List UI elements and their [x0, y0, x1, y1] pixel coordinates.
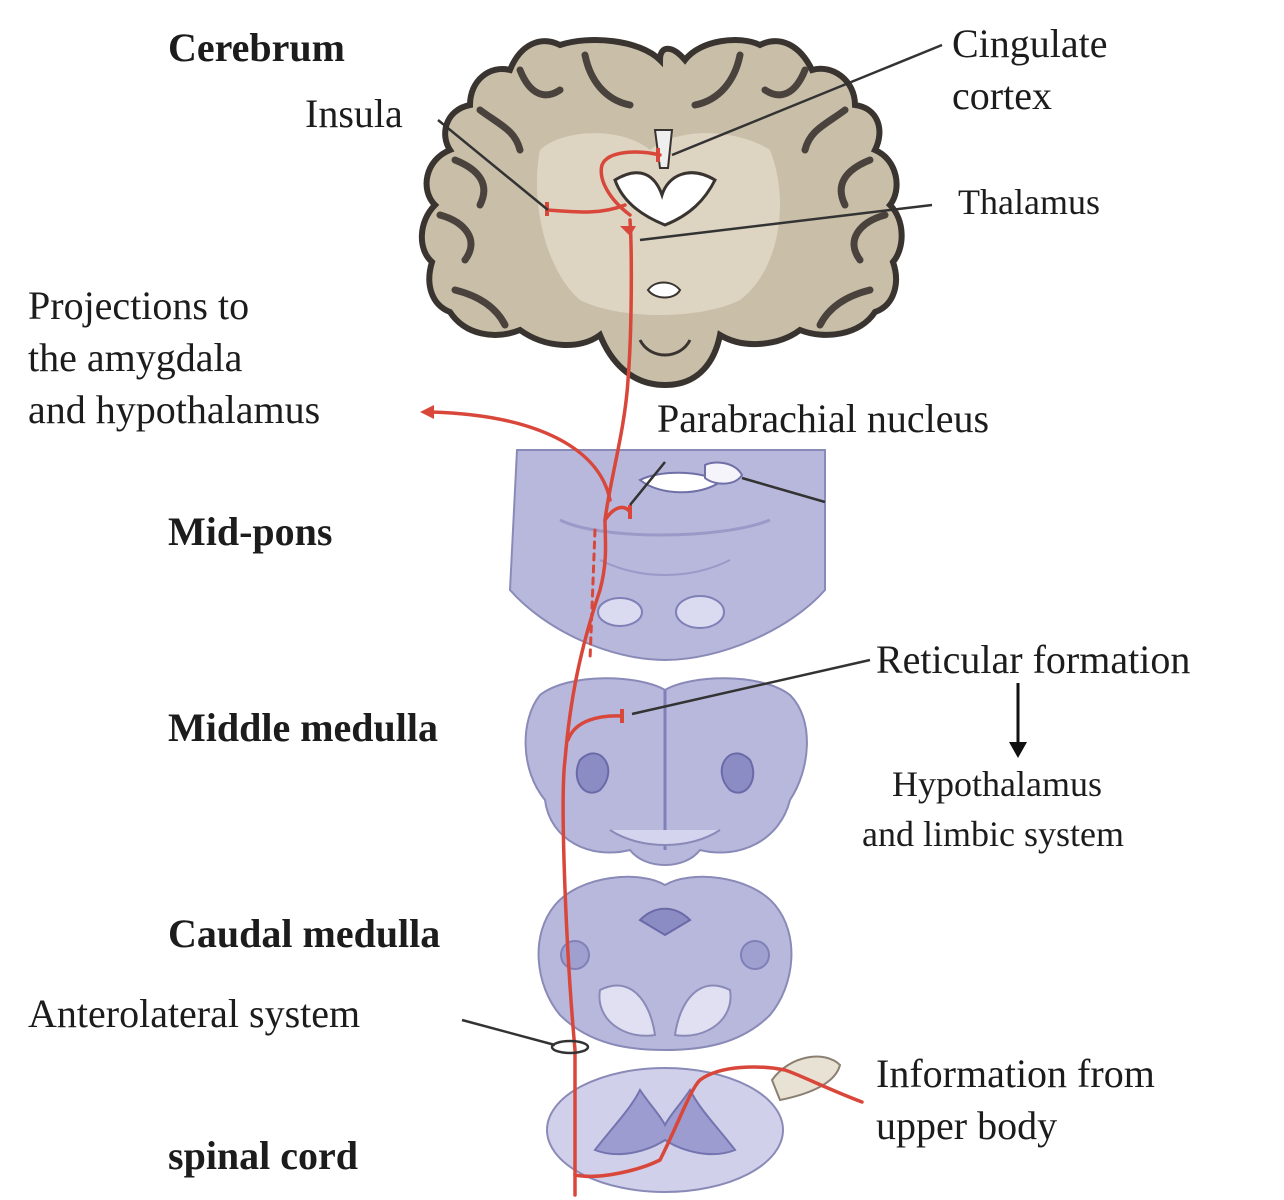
- label-reticular: Reticular formation: [876, 637, 1191, 682]
- ascending-tract: [561, 218, 634, 1197]
- label-projections-line3: and hypothalamus: [28, 387, 321, 432]
- leader-lines: [437, 43, 943, 1047]
- reticular-to-hypothalamus-arrow: [1009, 683, 1027, 758]
- label-info-line2: upper body: [876, 1103, 1058, 1148]
- label-info-line1: Information from: [876, 1051, 1155, 1096]
- anterolateral-marker: [550, 1039, 590, 1055]
- middle-medulla-section: [524, 677, 808, 866]
- third-ventricle: [646, 281, 682, 299]
- label-projections-line1: Projections to: [28, 283, 250, 328]
- label-cerebrum: Cerebrum: [168, 25, 345, 70]
- label-insula: Insula: [305, 91, 403, 136]
- label-hypothalamus-line1: Hypothalamus: [892, 764, 1102, 804]
- label-thalamus: Thalamus: [958, 182, 1100, 222]
- reticular-branch: [566, 714, 624, 742]
- label-parabrachial: Parabrachial nucleus: [657, 396, 990, 441]
- label-middle-medulla: Middle medulla: [168, 705, 439, 750]
- label-mid-pons: Mid-pons: [168, 509, 333, 554]
- pain-pathway: [428, 150, 864, 1197]
- insula-branch: [546, 203, 627, 214]
- projection-branch: [428, 410, 612, 502]
- mid-pons-section: [508, 449, 826, 662]
- spinal-cord-section: [546, 1055, 842, 1193]
- spinal-input: [573, 1065, 864, 1179]
- label-cingulate-line2: cortex: [952, 73, 1052, 118]
- label-spinal-cord: spinal cord: [168, 1133, 359, 1178]
- caudal-medulla-section: [537, 875, 793, 1052]
- dashed-segment: [588, 528, 597, 662]
- cingulate-branch: [599, 150, 662, 217]
- label-projections-line2: the amygdala: [28, 335, 243, 380]
- label-anterolateral: Anterolateral system: [28, 991, 361, 1036]
- label-caudal-medulla: Caudal medulla: [168, 911, 441, 956]
- lateral-ventricles: [613, 171, 717, 227]
- label-cingulate-line1: Cingulate: [952, 21, 1108, 66]
- label-hypothalamus-line2: and limbic system: [862, 814, 1124, 854]
- deep-grey-matter: [536, 133, 780, 315]
